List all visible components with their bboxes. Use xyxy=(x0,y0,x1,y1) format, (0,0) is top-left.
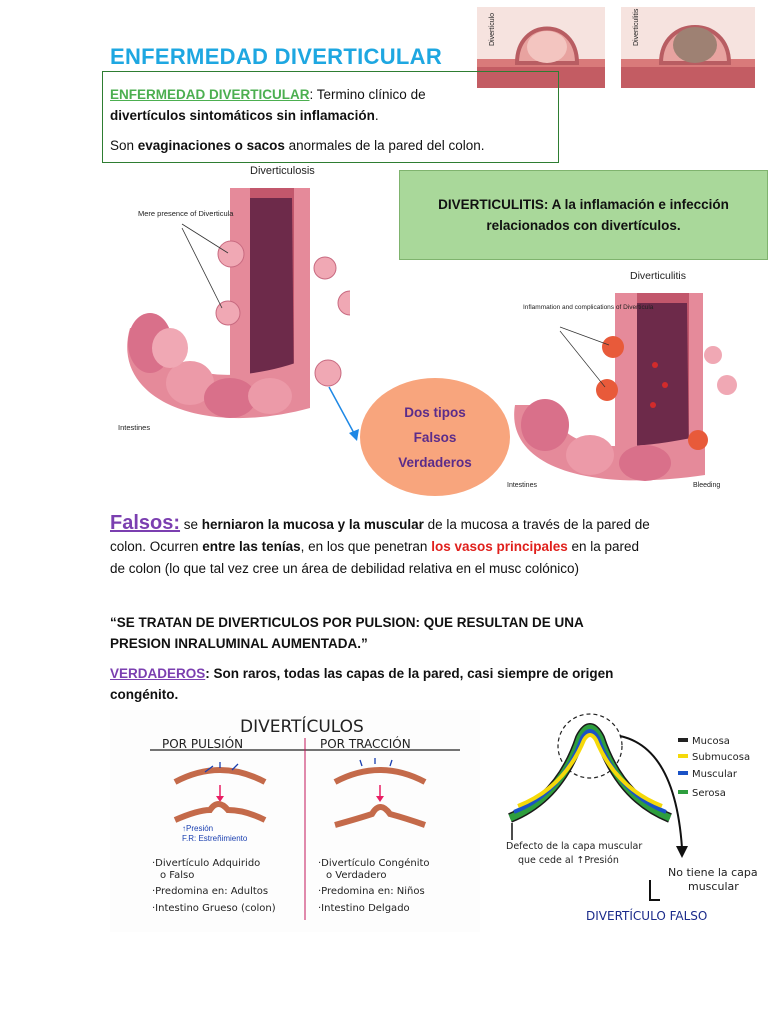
definition-term: ENFERMEDAD DIVERTICULAR xyxy=(110,87,310,102)
types-line-2: Falsos xyxy=(413,429,457,445)
sketch-fr: F.R: Estreñimiento xyxy=(182,834,248,843)
no-muscular-line-1: No tiene la capa xyxy=(668,866,758,879)
no-muscular-line-2: muscular xyxy=(688,880,739,893)
diverticulosis-illustration: Diverticulosis Mere presence of Divertic… xyxy=(110,158,363,438)
defecto-line-2: que cede al ↑Presión xyxy=(518,855,619,866)
diverticulosis-intestines-label: Intestines xyxy=(118,423,150,432)
diverticulitis-bleeding-label: Bleeding xyxy=(693,482,720,489)
definition-box: ENFERMEDAD DIVERTICULAR: Termino clínico… xyxy=(102,71,559,163)
diverticulitis-small-label: Diverticulitis xyxy=(633,8,640,46)
diverticulitis-intestines-label: Intestines xyxy=(507,482,537,489)
diverticulitis-title: Diverticulitis xyxy=(630,270,686,282)
types-line-1: Dos tipos xyxy=(404,404,466,420)
verdaderos-paragraph: VERDADEROS: Son raros, todas las capas d… xyxy=(110,666,614,702)
sketch-col-traccion: POR TRACCIÓN xyxy=(320,736,411,751)
sketch-r3: ·Intestino Delgado xyxy=(318,903,410,914)
falsos-paragraph: Falsos: se herniaron la mucosa y la musc… xyxy=(110,512,650,576)
diverticulitis-inflammation-label: Inflammation and complications of Divert… xyxy=(523,304,654,311)
legend-muscular: Muscular xyxy=(692,769,738,780)
sketch-r2: ·Predomina en: Niños xyxy=(318,886,425,897)
sketch-l3: ·Intestino Grueso (colon) xyxy=(152,903,276,914)
types-oval: Dos tipos Falsos Verdaderos xyxy=(360,378,510,496)
legend-mucosa: Mucosa xyxy=(692,736,730,747)
types-line-3: Verdaderos xyxy=(398,454,472,470)
sketch-l1a: ·Divertículo Adquirido xyxy=(152,857,260,869)
diverticulitis-illustration: Diverticulitis Inflammation and complica… xyxy=(505,265,745,493)
arrow-to-types xyxy=(328,386,359,441)
diverticulos-sketch: DIVERTÍCULOS POR PULSIÓN POR TRACCIÓN ↑P… xyxy=(110,710,480,932)
diverticulo-label: Divertículo xyxy=(489,13,496,46)
legend-serosa: Serosa xyxy=(692,788,726,799)
svg-text:Mere presence of Diverticula: Mere presence of Diverticula xyxy=(138,209,234,218)
legend-submucosa: Submucosa xyxy=(692,752,750,763)
diverticulosis-presence-label: Mere presence of Diverticula xyxy=(138,209,234,218)
definition-son: Son evaginaciones o sacos anormales de l… xyxy=(110,138,485,153)
defecto-line-1: Defecto de la capa muscular xyxy=(506,841,642,852)
diverticulitis-box: DIVERTICULITIS: A la inflamación e infec… xyxy=(399,170,768,260)
sketch-presion: ↑Presión xyxy=(182,824,213,833)
page-title: ENFERMEDAD DIVERTICULAR xyxy=(110,44,443,69)
definition-paragraph: ENFERMEDAD DIVERTICULAR: Termino clínico… xyxy=(110,87,426,123)
sketch-l1b: o Falso xyxy=(160,870,194,881)
diverticulitis-small-image: Diverticulitis xyxy=(621,7,755,88)
sketch-col-pulsion: POR PULSIÓN xyxy=(162,736,243,751)
diverticulo-falso-label: DIVERTÍCULO FALSO xyxy=(586,908,707,923)
sketch-r1b: o Verdadero xyxy=(326,870,386,881)
diverticulosis-title: Diverticulosis xyxy=(250,165,315,177)
diverticulo-falso-sketch: Mucosa Submucosa Muscular Serosa Defecto… xyxy=(500,708,768,930)
verdaderos-heading: VERDADEROS xyxy=(110,666,206,681)
diverticulo-image: Divertículo xyxy=(477,7,605,88)
sketch-l2: ·Predomina en: Adultos xyxy=(152,886,268,897)
falsos-heading: Falsos: xyxy=(110,512,181,534)
sketch-r1a: ·Divertículo Congénito xyxy=(318,857,430,869)
pulsion-quote: “SE TRATAN DE DIVERTICULOS POR PULSION: … xyxy=(110,615,584,651)
sketch-title: DIVERTÍCULOS xyxy=(240,715,364,737)
